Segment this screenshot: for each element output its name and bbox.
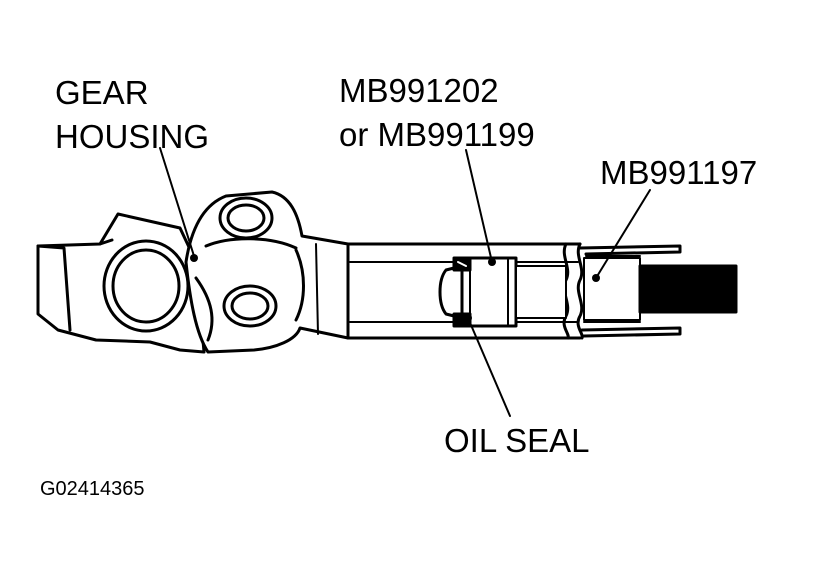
oil-seal — [452, 256, 472, 328]
leader-oil-seal — [467, 317, 511, 417]
tool-a-label-line2: or MB991199 — [339, 116, 535, 153]
dot-oil-seal — [464, 314, 472, 322]
gear-housing-body — [184, 190, 350, 354]
leader-gear-housing — [159, 147, 195, 257]
oil-seal-label: OIL SEAL — [444, 422, 590, 459]
gear-housing-label-line2: HOUSING — [55, 118, 210, 155]
figure-code: G02414365 — [40, 478, 145, 500]
rack-tube-right — [578, 244, 682, 338]
leader-tool-b — [595, 189, 651, 279]
tool-a-label-line1: MB991202 — [339, 72, 499, 109]
leader-tool-a — [465, 149, 493, 263]
tool-b-label: MB991197 — [600, 154, 758, 191]
dot-tool-a — [488, 258, 496, 266]
dot-gear-housing — [190, 254, 198, 262]
leader-lines — [159, 147, 651, 417]
housing-end-bracket — [36, 212, 206, 354]
dot-tool-b — [592, 274, 600, 282]
gear-housing-label-line1: GEAR — [55, 74, 149, 111]
installer-shaft — [583, 257, 738, 321]
